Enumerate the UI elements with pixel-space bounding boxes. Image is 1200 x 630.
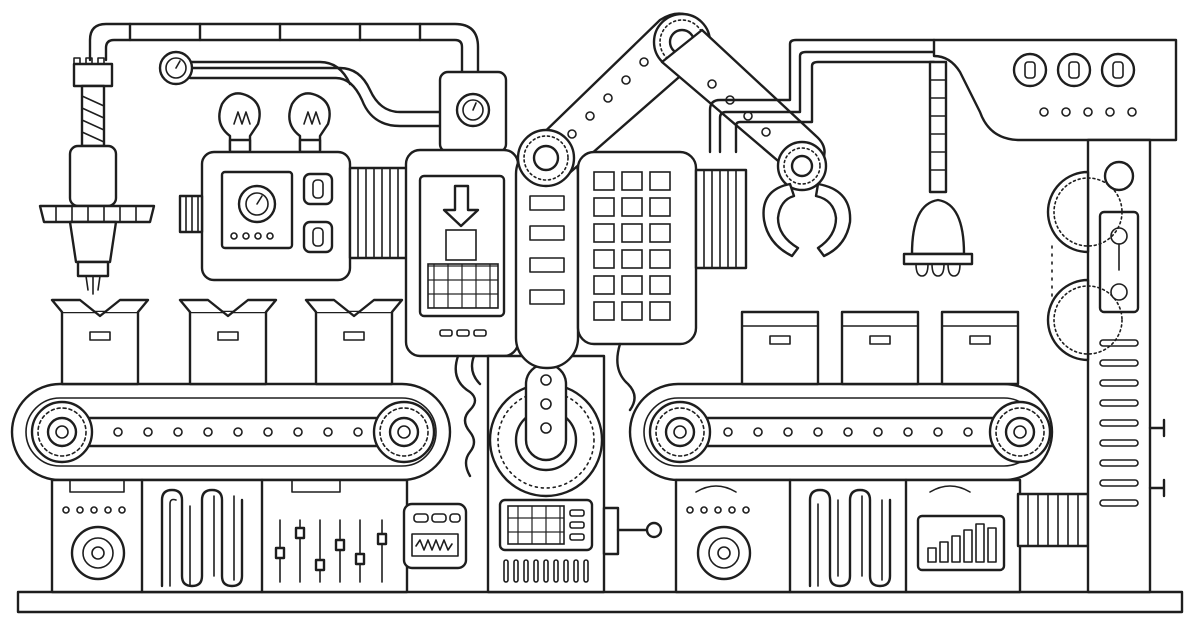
keypad-key (649, 275, 671, 295)
box-closed (840, 310, 920, 386)
wave-display-icon (402, 502, 468, 570)
keypad-key (621, 223, 643, 243)
box-closed (940, 310, 1020, 386)
press-drill (38, 57, 156, 295)
knob-icon (1056, 52, 1092, 88)
right-pipes (708, 38, 936, 154)
knob-icon (696, 525, 752, 581)
keypad-key (649, 197, 671, 217)
light-bulb-icon (218, 92, 261, 154)
top-pipes (88, 22, 480, 128)
keypad-key (593, 171, 615, 191)
central-unit (404, 70, 520, 478)
keypad-key (593, 301, 615, 321)
gear-icon (372, 400, 436, 464)
gear-icon (648, 400, 712, 464)
vent-slots (503, 559, 589, 583)
gear-icon (1046, 170, 1123, 254)
left-base (50, 478, 409, 594)
knob-icon (1100, 52, 1136, 88)
keypad-key (621, 171, 643, 191)
left-conveyor (10, 382, 452, 482)
keypad-panel (576, 150, 748, 412)
hanging-plug (902, 60, 974, 277)
keypad-key (649, 171, 671, 191)
bulb-machine (178, 92, 410, 282)
keypad-key (593, 275, 615, 295)
center-column (486, 354, 663, 594)
knob-icon (70, 525, 126, 581)
pipe-gauge-icon (158, 50, 194, 86)
light-bulb-icon (288, 92, 331, 154)
factory-floor (16, 590, 1184, 614)
coil (1016, 492, 1090, 548)
gauge-icon (237, 184, 277, 224)
keypad-key (649, 223, 671, 243)
bar-chart-icon (916, 514, 1006, 572)
keypad-keys (593, 171, 671, 321)
keypad-key (621, 197, 643, 217)
lever-icon (602, 506, 663, 556)
gauge-icon (455, 92, 491, 128)
box-open (304, 298, 404, 386)
robot-arm (514, 12, 852, 370)
keypad-key (621, 249, 643, 269)
keypad-key (621, 301, 643, 321)
keypad-key (593, 223, 615, 243)
gear-icon (516, 128, 576, 188)
keypad-key (621, 275, 643, 295)
right-conveyor (628, 382, 1054, 482)
gear-icon (30, 400, 94, 464)
keypad-key (649, 301, 671, 321)
claw-icon (762, 182, 852, 258)
keypad-key (593, 249, 615, 269)
slider-icon (274, 519, 388, 583)
right-tower (932, 38, 1178, 594)
keypad-key (649, 249, 671, 269)
right-base (674, 478, 1022, 594)
box-open (50, 298, 150, 386)
down-arrow-icon (442, 184, 480, 228)
keypad-key (593, 197, 615, 217)
box-closed (740, 310, 820, 386)
knob-icon (1012, 52, 1048, 88)
gear-icon (776, 140, 828, 192)
gear-icon (1046, 278, 1123, 362)
box-open (178, 298, 278, 386)
gear-icon (988, 400, 1052, 464)
